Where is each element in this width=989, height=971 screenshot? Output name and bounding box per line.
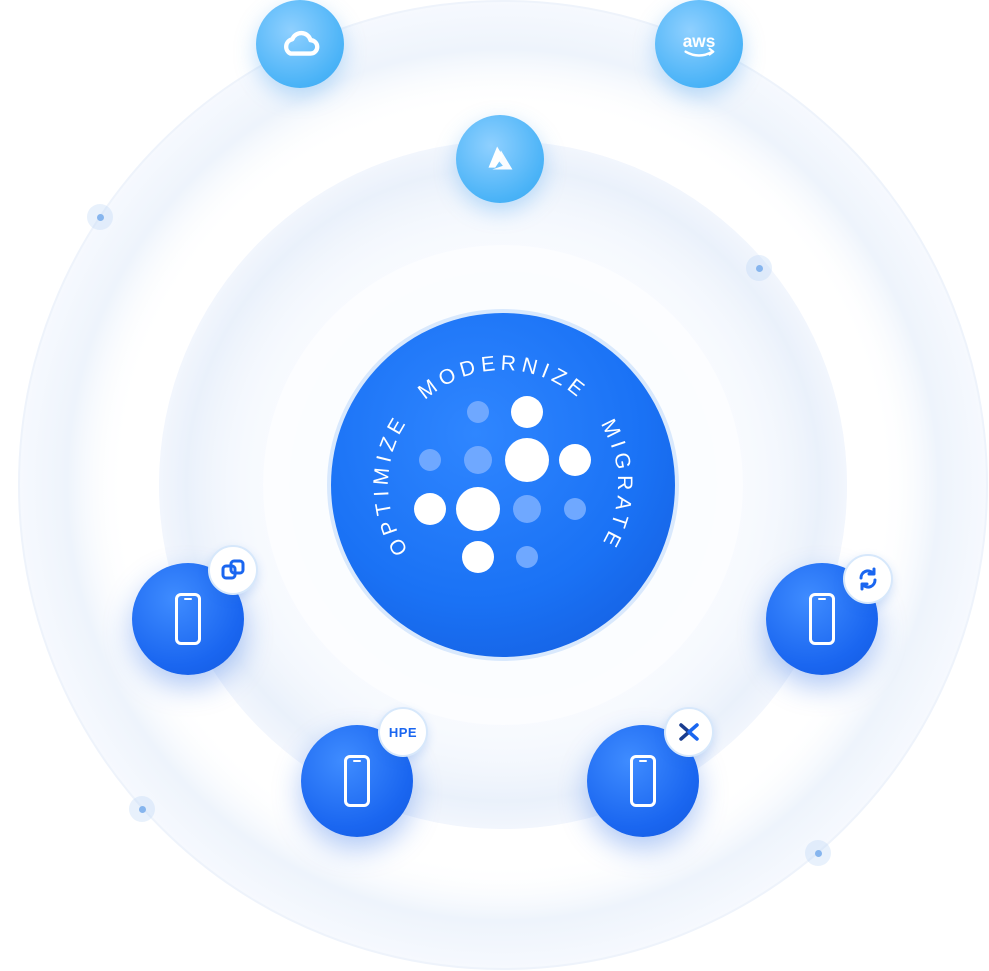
phone-icon <box>809 593 835 645</box>
aws-text: aws <box>683 31 716 51</box>
google-cloud-icon <box>284 30 320 56</box>
decor-dot <box>805 840 831 866</box>
dot-grid-logo-icon <box>414 396 591 573</box>
sync-icon <box>859 567 877 591</box>
hpe-icon: HPE <box>388 724 418 740</box>
aws-icon: aws <box>683 31 716 57</box>
google-cloud-node[interactable] <box>256 0 344 88</box>
azure-icon <box>488 146 513 170</box>
sync-badge <box>843 554 893 604</box>
decor-dot <box>129 796 155 822</box>
central-hub[interactable]: MODERNIZE MIGRATE OPTIMIZE <box>326 308 680 662</box>
outer-ring-edge <box>18 0 988 970</box>
phone-icon <box>630 755 656 807</box>
hub-circle <box>331 313 675 657</box>
phone-icon <box>344 755 370 807</box>
vmware-icon <box>221 559 245 580</box>
phone-icon <box>175 593 201 645</box>
nutanix-badge <box>664 707 714 757</box>
aws-node[interactable]: aws <box>655 0 743 88</box>
hub-graphic: MODERNIZE MIGRATE OPTIMIZE <box>327 309 679 661</box>
vmware-badge <box>208 545 258 595</box>
azure-node[interactable] <box>456 115 544 203</box>
decor-dot <box>746 255 772 281</box>
decor-dot <box>87 204 113 230</box>
nutanix-icon <box>679 723 699 741</box>
hpe-badge: HPE <box>378 707 428 757</box>
